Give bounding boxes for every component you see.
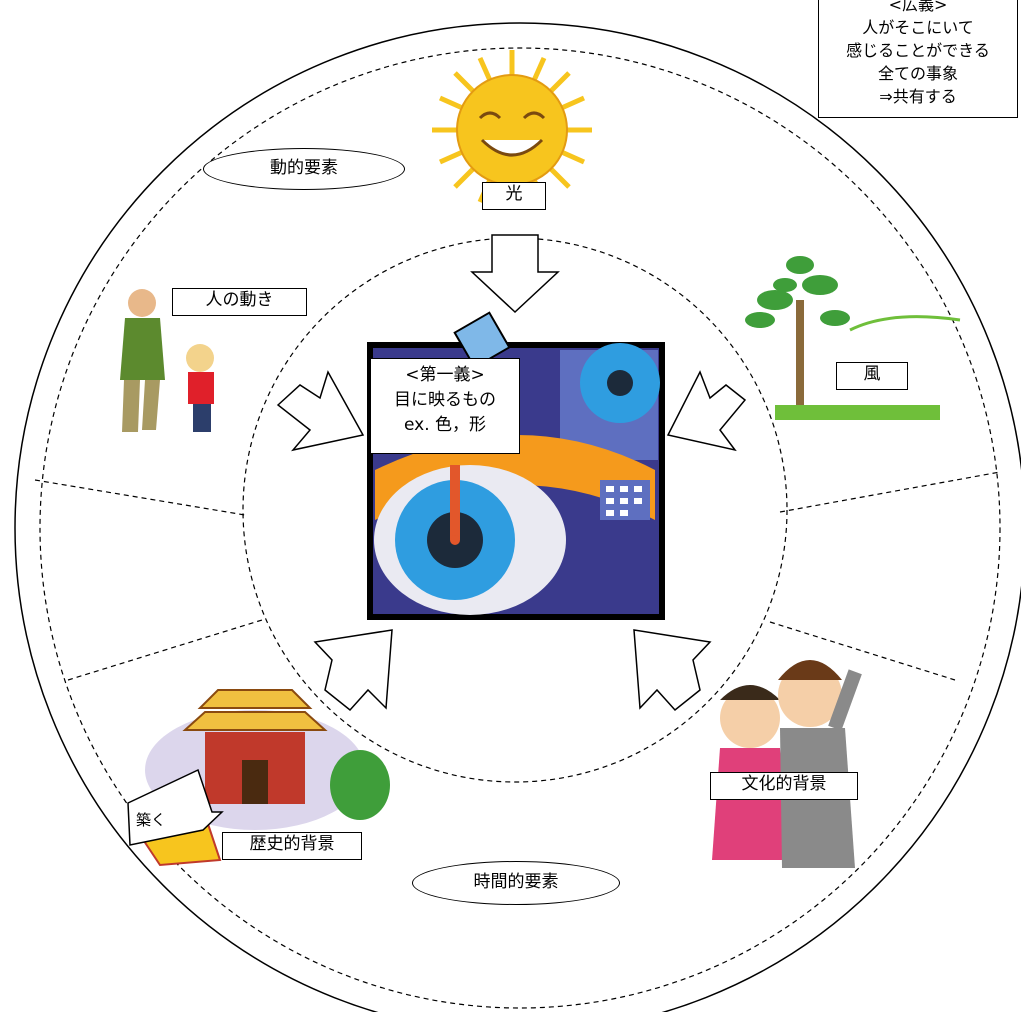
sun-illustration — [432, 50, 592, 210]
arrow-from-top — [470, 234, 560, 314]
tree-illustration — [745, 256, 961, 420]
outer-circle — [14, 22, 1021, 1016]
arrows — [276, 234, 747, 712]
separator-left-top — [34, 479, 246, 516]
center-line-2: 目に映るもの — [394, 390, 496, 410]
dynamic-ring-outer — [39, 47, 1001, 1009]
kimono-children-illustration — [712, 660, 862, 868]
arrow-from-left — [276, 370, 365, 452]
note-line-5: ⇒共有する — [879, 87, 957, 106]
primary-definition-box: <第一義> 目に映るもの ex. 色，形 — [370, 358, 520, 454]
note-line-4: 全ての事象 — [877, 64, 958, 83]
label-wind: 風 — [836, 362, 908, 390]
broad-definition-note: <広義> 人がそこにいて 感じることができる 全ての事象 ⇒共有する — [818, 0, 1018, 118]
eye-illustration — [367, 311, 665, 620]
note-line-2: 人がそこにいて — [862, 18, 974, 37]
label-historical-background: 歴史的背景 — [222, 832, 362, 860]
oval-dynamic-elements: 動的要素 — [203, 148, 405, 190]
build-arrow-shape — [127, 768, 224, 846]
note-line-3: 感じることができる — [846, 41, 990, 60]
label-build: 築く — [136, 811, 167, 829]
label-people-motion: 人の動き — [172, 288, 307, 316]
separator-left-bottom — [67, 619, 263, 681]
arrow-from-right — [666, 370, 747, 452]
separator-right-top — [779, 471, 1001, 513]
label-light: 光 — [482, 182, 546, 210]
center-line-3: ex. 色，形 — [403, 415, 487, 435]
center-line-1: <第一義> — [405, 365, 485, 385]
label-cultural-background: 文化的背景 — [710, 772, 858, 800]
arrow-from-bottom-right — [633, 629, 712, 712]
people-walking-illustration — [120, 289, 214, 432]
arrow-from-bottom-left — [313, 629, 393, 712]
oval-temporal-elements: 時間的要素 — [412, 861, 620, 905]
note-line-1: <広義> — [888, 0, 948, 14]
